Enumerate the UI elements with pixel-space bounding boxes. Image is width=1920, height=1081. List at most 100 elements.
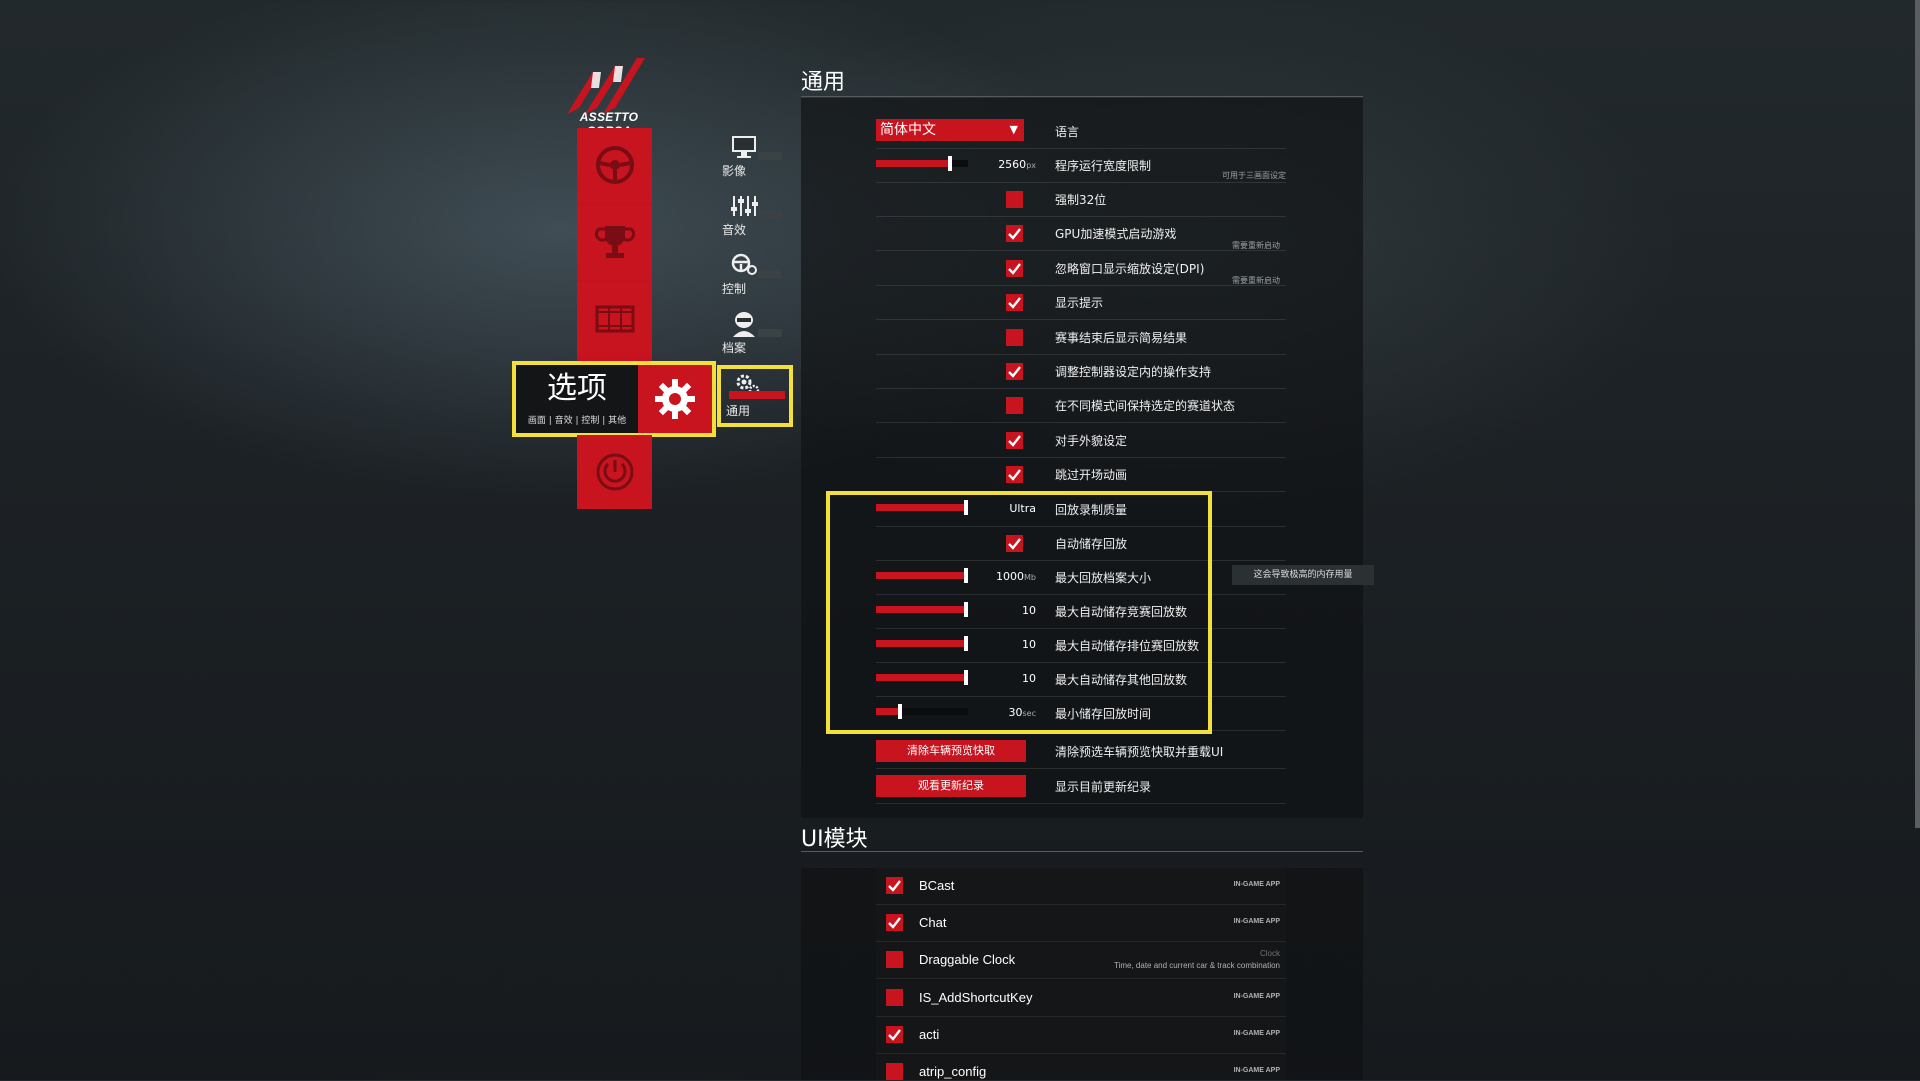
max-quali-replays-slider[interactable]	[876, 636, 968, 651]
setting-checkbox[interactable]	[1006, 466, 1023, 484]
slider-thumb[interactable]	[898, 704, 902, 719]
slider-thumb[interactable]	[964, 636, 968, 651]
checkmark-icon	[888, 917, 901, 929]
toggle-setting-row: 跳过开场动画	[876, 457, 1286, 493]
language-dropdown[interactable]: 简体中文 ▼	[876, 119, 1024, 141]
ui-module-tag: IN-GAME APP	[1233, 881, 1280, 888]
ui-module-description: Time, date and current car & track combi…	[1114, 961, 1280, 971]
setting-label: 跳过开场动画	[1055, 468, 1128, 483]
menu-events-button[interactable]	[577, 205, 652, 279]
ui-module-checkbox[interactable]	[886, 951, 903, 969]
setting-label: 调整控制器设定内的操作支持	[1055, 365, 1212, 379]
ui-module-checkbox[interactable]	[886, 914, 903, 932]
width-limit-slider[interactable]	[876, 156, 968, 171]
setting-label: 最大自动储存排位赛回放数	[1055, 639, 1200, 653]
auto-save-replay-checkbox[interactable]	[1006, 535, 1023, 552]
max-replay-size-row: 1000Mb 最大回放档案大小	[876, 560, 1286, 595]
slider-value: 30sec	[1008, 706, 1037, 719]
ui-module-checkbox[interactable]	[886, 1025, 903, 1043]
slider-fill	[876, 504, 966, 511]
setting-label: 最大自动储存其他回放数	[1055, 673, 1188, 687]
setting-checkbox[interactable]	[1006, 259, 1023, 277]
language-row: 简体中文 ▼ 语言	[876, 114, 1286, 149]
replay-quality-slider[interactable]	[876, 500, 968, 515]
setting-label: 强制32位	[1055, 193, 1107, 207]
checkmark-icon	[1008, 297, 1021, 309]
changelog-row: 观看更新纪录 显示目前更新纪录	[876, 769, 1286, 804]
subnav-video[interactable]: 影像	[722, 134, 782, 182]
subnav-bar	[758, 270, 782, 278]
setting-checkbox[interactable]	[1006, 328, 1023, 346]
max-other-replays-row: 10 最大自动储存其他回放数	[876, 662, 1286, 697]
subnav-audio[interactable]: 音效	[722, 193, 782, 241]
replay-quality-row: Ultra 回放录制质量	[876, 492, 1286, 527]
setting-checkbox[interactable]	[1006, 397, 1023, 415]
equalizer-icon	[731, 196, 758, 216]
auto-save-replay-row: 自动储存回放	[876, 526, 1286, 561]
monitor-icon	[732, 136, 756, 158]
setting-checkbox[interactable]	[1006, 363, 1023, 380]
slider-value: 1000Mb	[996, 570, 1036, 583]
width-limit-row: 2560px 程序运行宽度限制 可用于三画面设定	[876, 148, 1286, 183]
subnav-bar-active	[729, 391, 785, 399]
menu-exit-button[interactable]	[577, 435, 652, 509]
setting-checkbox[interactable]	[1006, 225, 1023, 243]
film-strip-icon	[595, 305, 634, 333]
clear-cache-button[interactable]: 清除车辆预览快取	[876, 740, 1026, 762]
steering-wheel-icon	[595, 146, 634, 184]
slider-thumb[interactable]	[964, 670, 968, 685]
max-other-replays-slider[interactable]	[876, 670, 968, 685]
slider-fill	[876, 606, 966, 613]
ui-module-name: acti	[919, 1026, 940, 1042]
ui-module-tag: IN-GAME APP	[1233, 1067, 1280, 1074]
replay-settings-highlight	[826, 491, 1212, 734]
subnav-controls[interactable]: 控制	[722, 252, 782, 300]
toggle-setting-row: 在不同模式间保持选定的赛道状态	[876, 388, 1286, 424]
subnav-general[interactable]: 通用	[717, 365, 793, 427]
setting-checkbox[interactable]	[1006, 294, 1023, 312]
menu-drive-button[interactable]	[577, 128, 652, 202]
ui-module-checkbox[interactable]	[886, 877, 903, 894]
slider-thumb[interactable]	[964, 568, 968, 583]
ui-module-name: Chat	[919, 915, 947, 931]
options-subtitle: 画面 | 音效 | 控制 | 其他	[527, 415, 627, 426]
max-replay-size-slider[interactable]	[876, 568, 968, 583]
slider-value: 10	[1022, 672, 1036, 685]
ui-module-checkbox[interactable]	[886, 988, 903, 1006]
max-race-replays-row: 10 最大自动储存竞赛回放数	[876, 594, 1286, 629]
menu-replay-button[interactable]	[577, 282, 652, 356]
max-race-replays-slider[interactable]	[876, 602, 968, 617]
assetto-corsa-logo	[567, 58, 645, 114]
toggle-setting-row: GPU加速模式启动游戏需要重新启动	[876, 216, 1286, 252]
slider-fill	[876, 674, 966, 681]
checkmark-icon	[1008, 366, 1021, 378]
subnav-profile[interactable]: 档案	[722, 311, 782, 359]
setting-label: 显示目前更新纪录	[1055, 780, 1152, 794]
ui-modules-section-title: UI模块	[801, 827, 868, 852]
subnav-bar	[758, 211, 782, 219]
chevron-down-icon: ▼	[1009, 123, 1018, 136]
setting-checkbox[interactable]	[1006, 431, 1023, 449]
checkmark-icon	[1008, 538, 1021, 550]
options-title: 选项	[547, 370, 607, 406]
setting-label: 赛事结束后显示简易结果	[1055, 330, 1188, 345]
slider-thumb[interactable]	[948, 156, 952, 171]
view-changelog-button[interactable]: 观看更新纪录	[876, 775, 1026, 797]
ui-module-name: Draggable Clock	[919, 952, 1016, 968]
ui-module-checkbox[interactable]	[886, 1063, 903, 1080]
slider-thumb[interactable]	[964, 500, 968, 515]
toggle-setting-row: 赛事结束后显示简易结果	[876, 320, 1286, 355]
options-menu-tile[interactable]: 选项 画面 | 音效 | 控制 | 其他	[512, 361, 716, 437]
section-divider	[801, 851, 1363, 852]
setting-checkbox[interactable]	[1006, 191, 1023, 208]
min-replay-time-slider[interactable]	[876, 704, 968, 719]
page-scrollbar[interactable]	[1915, 0, 1920, 828]
slider-thumb[interactable]	[964, 602, 968, 617]
setting-label: 程序运行宽度限制	[1055, 159, 1152, 173]
